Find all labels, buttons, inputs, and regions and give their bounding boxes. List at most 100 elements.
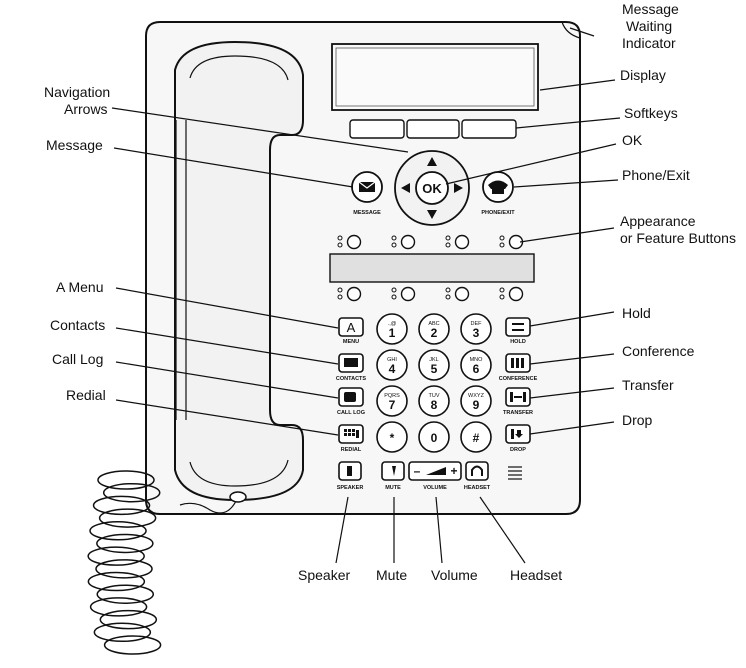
- redial-button[interactable]: [338, 424, 364, 444]
- callout-a-menu: A Menu: [56, 279, 103, 295]
- nav-right-arrow-icon[interactable]: [454, 183, 463, 193]
- callout-appearance-line1: Appearance: [620, 213, 696, 229]
- volume-minus-label[interactable]: –: [414, 464, 421, 478]
- led-red-icon: [337, 235, 343, 241]
- keypad-key-letters: ABC: [428, 321, 439, 327]
- call-log-icon: [344, 392, 356, 402]
- contacts-book-icon: [344, 358, 358, 367]
- appearance-button-bottom-1[interactable]: [337, 286, 362, 302]
- appearance-buttons-bottom: [337, 286, 524, 302]
- keypad-key-number: 2: [431, 326, 438, 340]
- drop-button[interactable]: [505, 424, 531, 444]
- keypad-key-pound[interactable]: #: [460, 421, 492, 453]
- appearance-label-strip: [329, 253, 535, 283]
- transfer-button[interactable]: [505, 387, 531, 407]
- keypad-key-letters: MNO: [470, 357, 484, 363]
- keypad-key-number: 4: [389, 362, 396, 376]
- redial-button-label: REDIAL: [341, 447, 362, 453]
- transfer-button-label: TRANSFER: [503, 410, 533, 416]
- drop-button-label: DROP: [510, 447, 526, 453]
- keypad-key-letters: JKL: [429, 357, 438, 363]
- keypad-key-star[interactable]: *: [376, 421, 408, 453]
- softkey-3[interactable]: [461, 119, 517, 139]
- keypad-key-number: 6: [473, 362, 480, 376]
- nav-up-arrow-icon[interactable]: [427, 157, 437, 166]
- callout-transfer: Transfer: [622, 377, 674, 393]
- envelope-icon: [358, 181, 376, 192]
- led-green-icon: [499, 294, 505, 300]
- led-green-icon: [337, 242, 343, 248]
- leader-lines: [111, 27, 621, 564]
- keypad-key-0[interactable]: 0: [418, 421, 450, 453]
- keypad-key-letters: TUV: [429, 393, 440, 399]
- phone-exit-button-label: PHONE/EXIT: [481, 210, 515, 216]
- headset-button[interactable]: [465, 461, 489, 481]
- cord-coil: [97, 470, 155, 490]
- callout-ok: OK: [622, 132, 643, 148]
- callout-call-log: Call Log: [52, 351, 103, 367]
- mute-button-label: MUTE: [385, 485, 401, 491]
- appearance-button-bottom-4[interactable]: [499, 286, 524, 302]
- menu-button[interactable]: A: [338, 317, 364, 337]
- led-green-icon: [337, 294, 343, 300]
- nav-down-arrow-icon[interactable]: [427, 210, 437, 219]
- callout-appearance-line2: or Feature Buttons: [620, 230, 736, 246]
- appearance-button-top-2[interactable]: [391, 234, 416, 250]
- speaker-button[interactable]: [338, 461, 362, 481]
- appearance-button-top-1[interactable]: [337, 234, 362, 250]
- message-waiting-indicator-light: [561, 21, 581, 39]
- hold-button[interactable]: [505, 317, 531, 337]
- keypad-key-letters: .,@: [388, 321, 397, 327]
- speaker-button-label: SPEAKER: [337, 485, 364, 491]
- volume-plus-label[interactable]: +: [450, 464, 457, 478]
- contacts-button-label: CONTACTS: [336, 376, 366, 382]
- led-green-icon: [445, 294, 451, 300]
- callout-speaker: Speaker: [298, 567, 350, 583]
- navigation-cluster[interactable]: OK: [394, 150, 470, 226]
- keypad-key-number: 3: [473, 326, 480, 340]
- keypad-key-number: 5: [431, 362, 438, 376]
- drop-icon: [511, 429, 523, 439]
- call-log-button-label: CALL LOG: [337, 410, 365, 416]
- softkey-2[interactable]: [406, 119, 460, 139]
- volume-rocker-label: VOLUME: [423, 485, 447, 491]
- redial-icon: [344, 429, 359, 438]
- nav-left-arrow-icon[interactable]: [401, 183, 410, 193]
- appearance-button-bottom-2[interactable]: [391, 286, 416, 302]
- keypad-key-number: 0: [431, 431, 438, 445]
- ok-button[interactable]: [415, 171, 449, 205]
- keypad-key-letters: GHI: [387, 357, 397, 363]
- ok-button-label: OK: [422, 181, 442, 196]
- mute-button[interactable]: [381, 461, 405, 481]
- menu-button-label: MENU: [343, 339, 359, 345]
- volume-rocker[interactable]: – +: [408, 461, 462, 481]
- contacts-button[interactable]: [338, 353, 364, 373]
- callout-navigation-line1: Navigation: [44, 84, 110, 100]
- cord-coil: [98, 508, 157, 528]
- handset: [174, 40, 304, 502]
- appearance-button-top-4[interactable]: [499, 234, 524, 250]
- led-red-icon: [499, 235, 505, 241]
- cord-coil: [103, 635, 162, 655]
- led-green-icon: [391, 242, 397, 248]
- appearance-button-bottom-3[interactable]: [445, 286, 470, 302]
- keypad-key-1[interactable]: .,@1: [376, 313, 408, 345]
- conference-button[interactable]: [505, 353, 531, 373]
- a-menu-icon: A: [347, 320, 356, 335]
- cord-coil: [93, 622, 152, 643]
- headset-button-label: HEADSET: [464, 485, 491, 491]
- appearance-button-top-3[interactable]: [445, 234, 470, 250]
- call-log-button[interactable]: [338, 387, 364, 407]
- callout-softkeys: Softkeys: [624, 105, 678, 121]
- softkey-1[interactable]: [349, 119, 405, 139]
- phone-icon: [488, 180, 508, 194]
